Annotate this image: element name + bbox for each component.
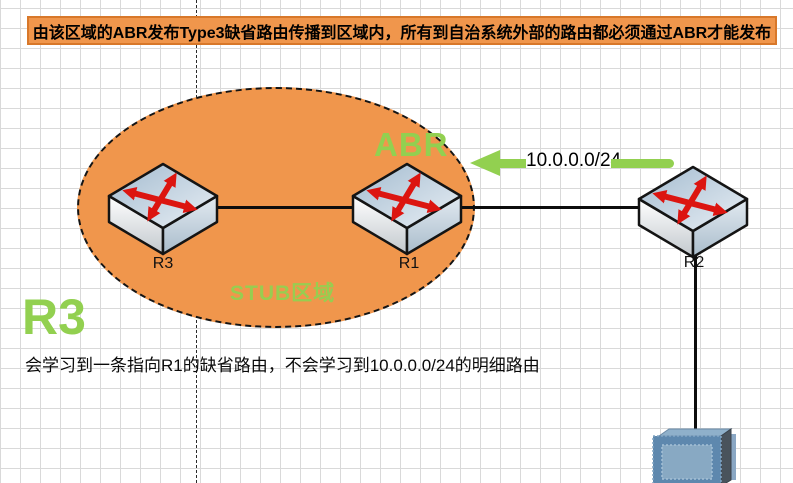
route-arrow-head-icon [470,150,500,176]
link-r3-r1 [215,206,365,209]
router-label-r3: R3 [152,255,174,272]
router-icon-r1 [351,162,463,256]
abr-label: ABR [374,126,449,163]
router-icon-r3 [107,162,219,256]
link-r2-pc [694,244,697,434]
router-label-r1: R1 [398,255,420,272]
router-label-r2: R2 [683,254,705,271]
banner-note: 由该区域的ABR发布Type3缺省路由传播到区域内，所有到自治系统外部的路由都必… [27,16,777,45]
route-prefix-label: 10.0.0.0/24 [526,150,622,171]
link-r1-r2 [452,206,664,209]
note-text: 会学习到一条指向R1的缺省路由，不会学习到10.0.0.0/24的明细路由 [25,356,540,375]
route-arrow-bar-left [498,159,526,168]
stub-area-label: STUB区域 [230,282,336,305]
router-icon-r2 [637,165,749,259]
banner-text: 由该区域的ABR发布Type3缺省路由传播到区域内，所有到自治系统外部的路由都必… [32,24,772,42]
pc-icon [652,428,736,483]
route-arrow-bar-right [611,159,674,168]
note-title: R3 [22,289,86,345]
